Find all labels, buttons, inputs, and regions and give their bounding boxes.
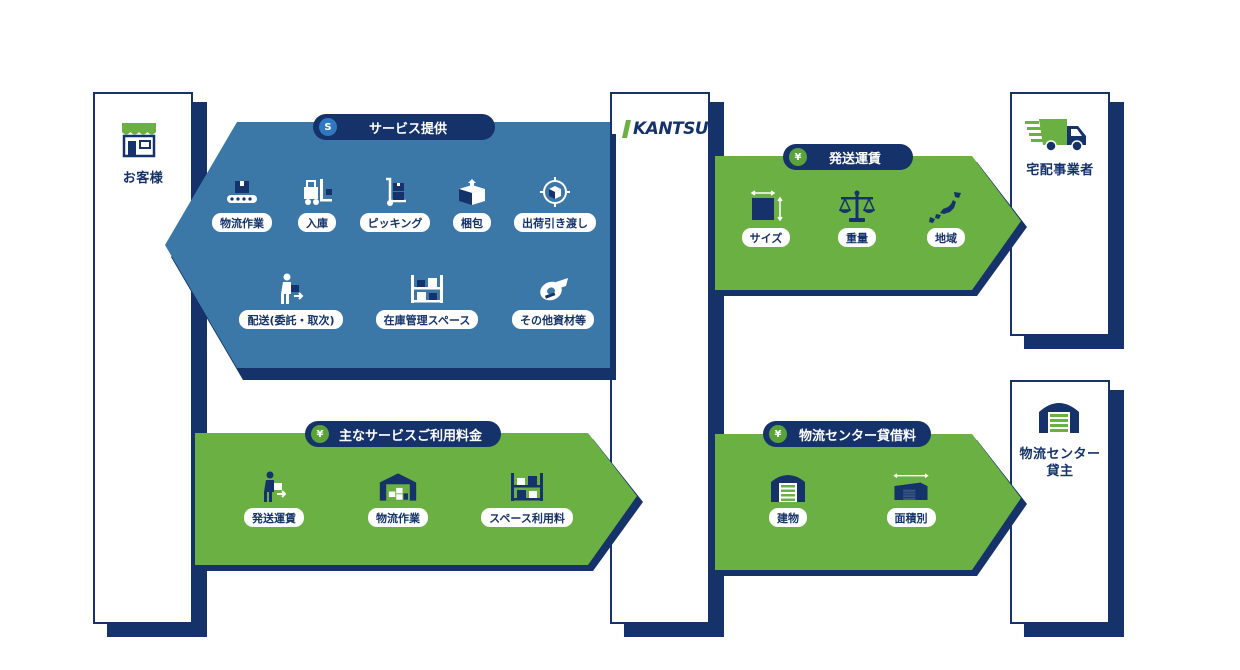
delivery-company-pillar — [1010, 92, 1125, 349]
fee-item-logistics: 物流作業 — [363, 470, 433, 527]
service-item-picking: ピッキング — [357, 175, 433, 232]
service-arrow-title: S サービス提供 — [313, 114, 495, 140]
shipping-badge: ¥ — [789, 148, 807, 166]
service-item-other-materials: その他資材等 — [507, 272, 599, 329]
service-item-inventory-space: 在庫管理スペース — [371, 272, 483, 329]
rent-item-building: 建物 — [766, 470, 810, 527]
delivery-person-icon — [254, 470, 294, 504]
customer-pillar — [93, 92, 208, 637]
delivery-truck-icon — [1025, 117, 1089, 153]
shipping-item-region: 地域 — [924, 190, 968, 247]
service-arrow-shape — [165, 122, 616, 380]
shipping-item-size: サイズ — [738, 190, 794, 247]
customer-label: お客様 — [122, 171, 164, 186]
rent-item-area: 面積別 — [879, 470, 943, 527]
fee-arrow-title: ¥ 主なサービスご利用料金 — [305, 421, 501, 447]
kantsu-pillar — [610, 92, 725, 637]
shipping-arrow-shape — [715, 156, 1027, 296]
shelf-icon — [407, 272, 447, 306]
japan-map-icon — [926, 190, 966, 224]
size-icon — [746, 190, 786, 224]
shop-icon — [119, 120, 159, 158]
delivery-person-icon — [271, 272, 311, 306]
scale-icon — [837, 190, 877, 224]
forklift-icon — [297, 175, 337, 209]
shelf-icon — [507, 470, 547, 504]
warehouse-icon — [1037, 398, 1081, 434]
rent-arrow-title: ¥ 物流センター貸借料 — [763, 421, 931, 447]
service-badge: S — [319, 118, 337, 136]
delivery-company-label: 宅配事業者 — [1026, 163, 1094, 178]
service-item-delivery: 配送(委託・取次) — [236, 272, 346, 329]
shipping-item-weight: 重量 — [835, 190, 879, 247]
warehouse-work-icon — [378, 470, 418, 504]
fee-item-shipping: 発送運賃 — [240, 470, 308, 527]
building-icon — [768, 470, 808, 504]
service-item-shipping-handover: 出荷引き渡し — [508, 175, 602, 232]
fee-item-space: スペース利用料 — [476, 470, 578, 527]
rent-arrow-shape — [715, 434, 1027, 576]
conveyor-icon — [222, 175, 262, 209]
target-box-icon — [535, 175, 575, 209]
rent-badge: ¥ — [769, 425, 787, 443]
area-icon — [891, 470, 931, 504]
center-owner-label: 物流センター 貸主 — [1019, 447, 1101, 479]
shipping-arrow-title: ¥ 発送運賃 — [783, 144, 913, 170]
service-item-logistics: 物流作業 — [208, 175, 276, 232]
kantsu-logo-text: KANTSU — [633, 119, 709, 139]
box-icon — [452, 175, 492, 209]
hand-truck-icon — [375, 175, 415, 209]
kantsu-logo — [622, 118, 632, 140]
tape-icon — [533, 272, 573, 306]
service-item-receiving: 入庫 — [293, 175, 341, 232]
service-item-packing: 梱包 — [450, 175, 494, 232]
fee-badge: ¥ — [311, 425, 329, 443]
